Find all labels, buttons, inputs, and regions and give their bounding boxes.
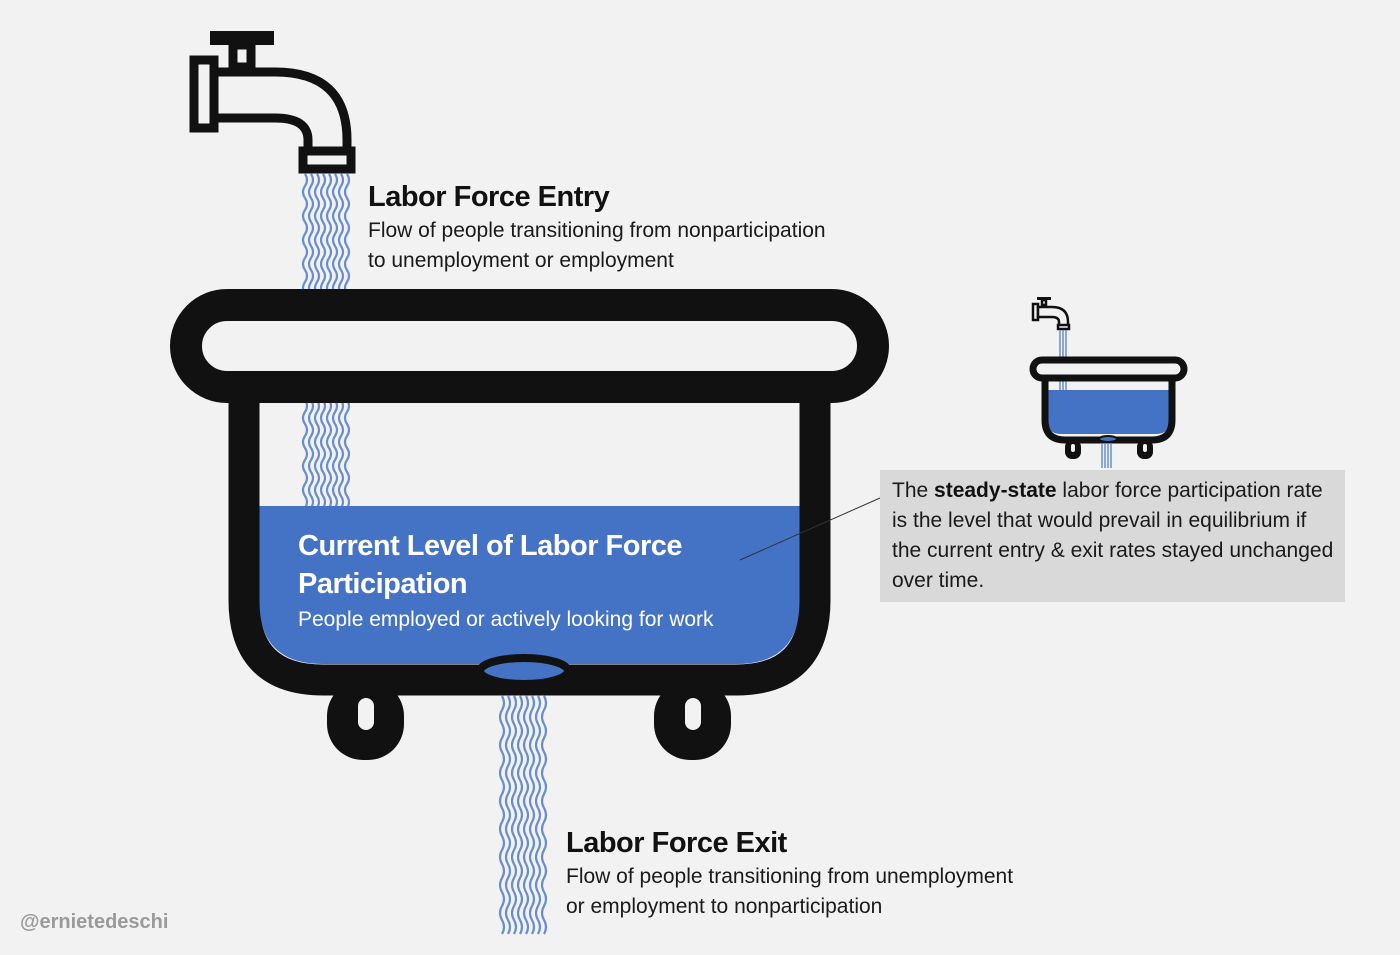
level-subtitle: People employed or actively looking for … [298,608,714,631]
water-stream-exit [498,695,548,935]
entry-label-group: Labor Force Entry Flow of people transit… [368,180,888,276]
exit-title: Labor Force Exit [566,827,787,859]
small-bathtub-icon [1029,356,1188,459]
small-faucet-icon [1031,297,1071,331]
exit-description-line1: Flow of people transitioning from unempl… [566,865,1014,888]
water-stream-entry [301,173,351,509]
steady-state-prefix: The [892,479,935,502]
exit-description-line2: or employment to nonparticipation [566,895,883,918]
steady-state-term: steady-state [934,479,1057,502]
entry-description-line2: to unemployment or employment [368,249,674,272]
author-watermark: @ernietedeschi [20,911,169,933]
entry-description-line1: Flow of people transitioning from nonpar… [368,219,826,242]
small-water-stream-exit [1101,444,1112,468]
exit-label-group: Labor Force Exit Flow of people transiti… [566,826,1086,922]
water-level [259,506,800,664]
level-title: Current Level of Labor Force Participati… [298,530,683,600]
entry-title: Labor Force Entry [368,181,610,213]
steady-state-note: The steady-state labor force participati… [880,470,1345,602]
steady-state-text: labor force participation rate is the le… [892,479,1334,592]
bathtub-icon [170,289,889,760]
level-label-group: Current Level of Labor Force Participati… [298,527,798,635]
faucet-icon [189,31,356,174]
callout-line [739,497,881,561]
